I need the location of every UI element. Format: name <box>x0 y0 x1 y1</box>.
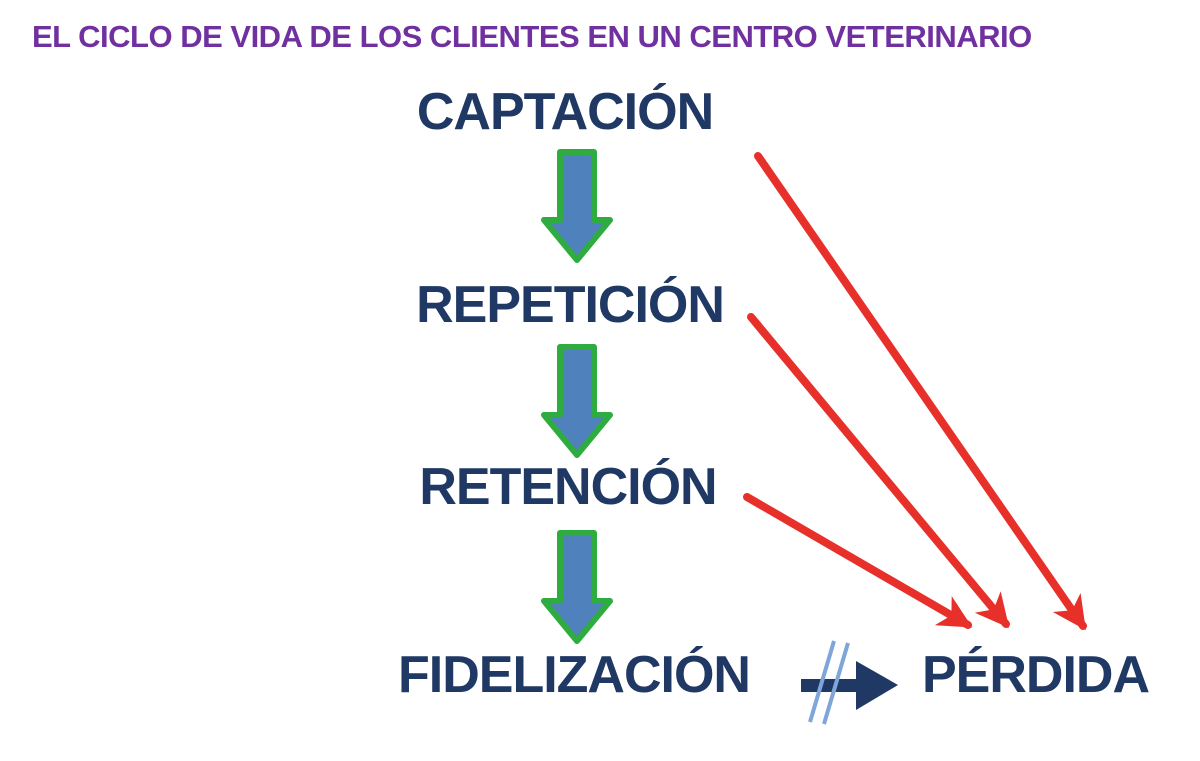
blocked-arrow-fidelizacion-to-perdida <box>801 640 898 725</box>
cross-out-slash-1 <box>808 640 836 723</box>
blocked-arrow-head-icon <box>856 661 898 710</box>
red-arrow-captacion-to-perdida <box>754 152 1087 631</box>
red-arrow-repeticion-to-perdida <box>747 313 1010 628</box>
diagram-title: EL CICLO DE VIDA DE LOS CLIENTES EN UN C… <box>32 19 1032 54</box>
blocked-arrow-shaft <box>801 679 861 692</box>
stage-label-retencion: RETENCIÓN <box>419 458 717 516</box>
down-arrow-captacion-to-repeticion-icon <box>541 149 613 263</box>
stage-label-repeticion: REPETICIÓN <box>416 276 725 334</box>
down-arrow-repeticion-to-retencion-icon <box>541 344 613 458</box>
stage-label-fidelizacion: FIDELIZACIÓN <box>398 646 751 704</box>
stage-label-captacion: CAPTACIÓN <box>416 83 714 141</box>
cross-out-slash-2 <box>822 642 850 725</box>
red-arrow-retencion-to-perdida <box>743 493 973 629</box>
outcome-label-perdida: PÉRDIDA <box>922 646 1150 704</box>
down-arrow-retencion-to-fidelizacion-icon <box>541 530 613 644</box>
